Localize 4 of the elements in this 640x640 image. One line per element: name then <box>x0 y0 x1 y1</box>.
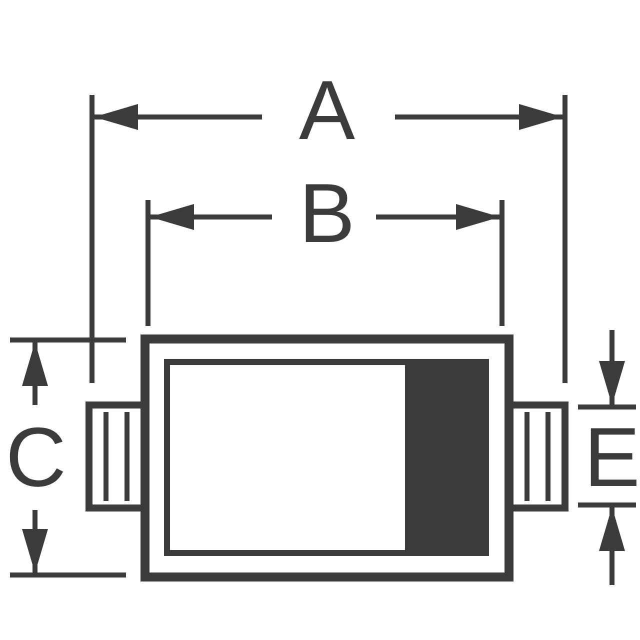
dimension-label: E <box>584 415 640 499</box>
dimension-label: A <box>298 68 356 152</box>
dimension-label: C <box>6 415 66 499</box>
dimension-label: B <box>298 171 356 255</box>
